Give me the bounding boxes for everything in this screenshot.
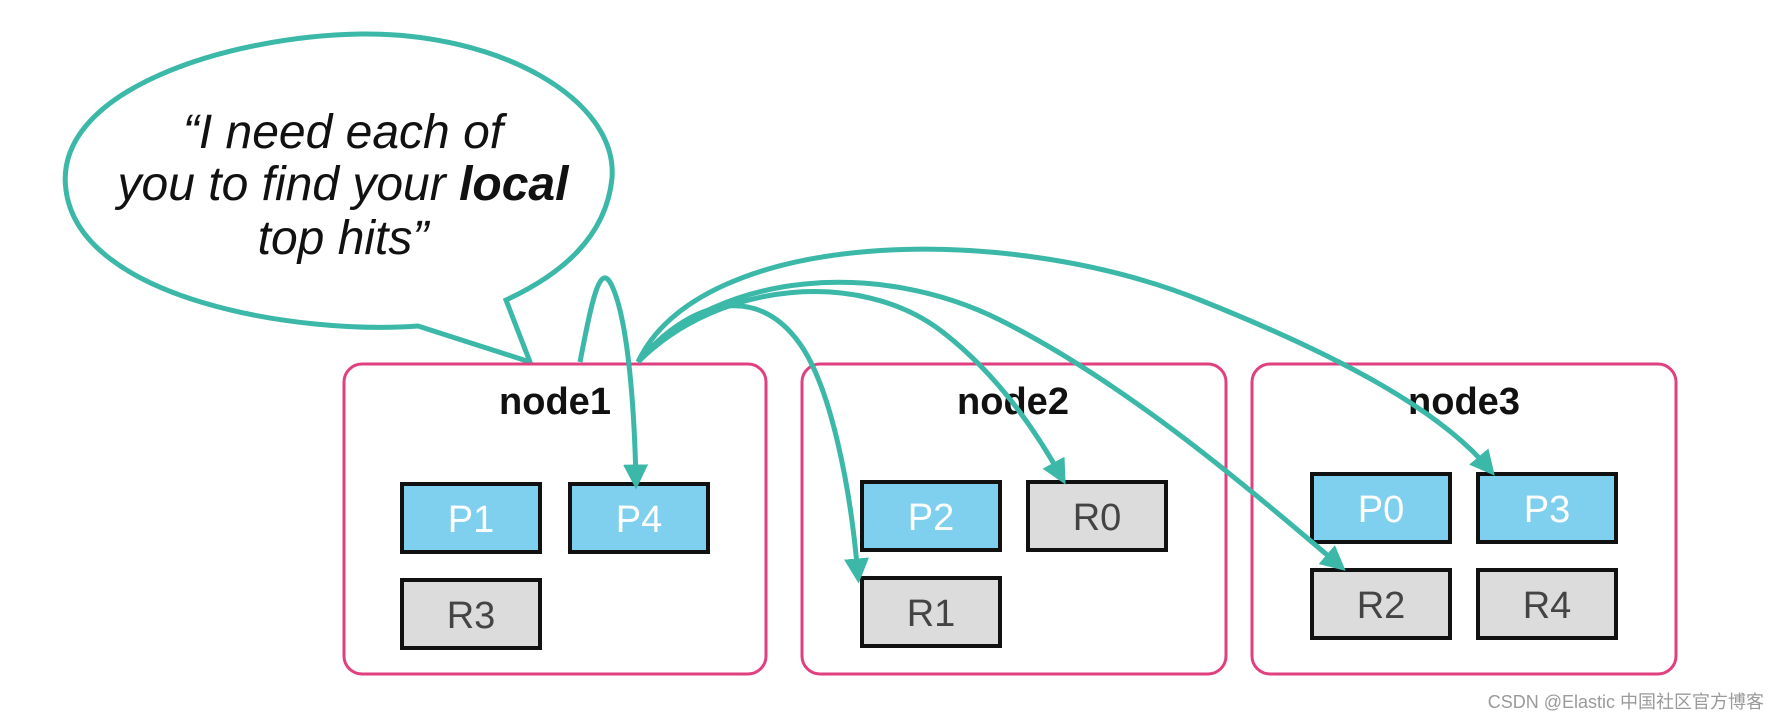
shard-box [860, 576, 1002, 648]
watermark-text: CSDN @Elastic 中国社区官方博客 [1488, 692, 1764, 712]
shard-P2: P2 [860, 480, 1002, 552]
bubble-line-3: top hits” [258, 212, 431, 265]
node-title: node3 [1408, 381, 1520, 423]
shard-label: R1 [907, 593, 956, 635]
shard-R0: R0 [1026, 480, 1168, 552]
shard-box [1310, 568, 1452, 640]
shard-label: P0 [1358, 489, 1404, 531]
shard-box [1310, 472, 1452, 544]
query-arrows [577, 246, 1495, 584]
shard-box [860, 480, 1002, 552]
shard-box [1476, 472, 1618, 544]
shard-label: R3 [447, 595, 496, 637]
shard-R4: R4 [1476, 568, 1618, 640]
speech-bubble-outline [62, 31, 615, 366]
shard-label: P4 [616, 499, 662, 541]
arrow-to-P3 [635, 246, 1495, 476]
arrow-to-R2 [636, 279, 1346, 571]
bubble-line-1: “I need each of [183, 106, 508, 159]
node-node1: node1 P1 P4 R3 [342, 362, 768, 676]
shard-P0: P0 [1310, 472, 1452, 544]
speech-bubble: “I need each of you to find your local t… [62, 31, 615, 366]
shard-label: R4 [1523, 585, 1572, 627]
shard-label: R0 [1073, 497, 1122, 539]
bubble-line-2: you to find your local [115, 158, 571, 211]
shard-box [400, 482, 542, 554]
arrow-to-R0 [636, 289, 1066, 485]
node-node3: node3 P0 P3 R2 R4 [1250, 362, 1678, 676]
shard-box [400, 578, 542, 650]
shard-R1: R1 [860, 576, 1002, 648]
shard-box [1026, 480, 1168, 552]
shard-label: P2 [908, 497, 954, 539]
shard-box [1476, 568, 1618, 640]
shard-label: R2 [1357, 585, 1406, 627]
shard-R3: R3 [400, 578, 542, 650]
shard-R2: R2 [1310, 568, 1452, 640]
shard-label: P1 [448, 499, 494, 541]
shard-P3: P3 [1476, 472, 1618, 544]
node-title: node1 [499, 381, 611, 423]
arrow-to-P4 [577, 275, 649, 490]
node-node2: node2 P2 R0 R1 [800, 362, 1228, 676]
shard-P1: P1 [400, 482, 542, 554]
shard-P4: P4 [568, 482, 710, 554]
bubble-line-2-text: you to find your [115, 158, 460, 211]
shard-label: P3 [1524, 489, 1570, 531]
bubble-line-2-bold: local [459, 158, 570, 211]
